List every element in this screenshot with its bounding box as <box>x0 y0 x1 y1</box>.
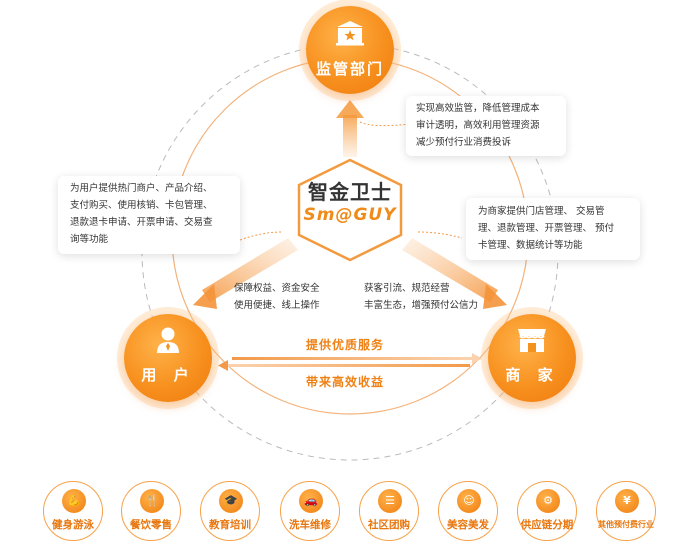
list-icon: ☰ <box>378 489 402 513</box>
regulator-info-line: 减少预付行业消费投诉 <box>416 137 512 148</box>
connector-user <box>239 231 283 241</box>
arrow-to-merchant <box>402 238 507 309</box>
government-building-icon <box>336 21 364 46</box>
user-benefit-line: 保障权益、资金安全 <box>234 283 320 294</box>
merchant-node: 商 家 <box>488 314 576 402</box>
merchant-benefit-line: 丰富生态，增强预付公信力 <box>364 300 479 311</box>
cutlery-icon: 🍴 <box>140 489 164 513</box>
user-benefit-line: 使用便捷、线上操作 <box>234 300 320 311</box>
regulator-info-line: 审计透明，高效利用管理资源 <box>416 120 540 131</box>
industry-car-wash[interactable]: 🚗 洗车维修 <box>280 481 340 541</box>
yen-icon: ¥ <box>615 489 639 513</box>
industry-beauty[interactable]: ☺ 美容美发 <box>438 481 498 541</box>
user-node: 用 户 <box>124 314 212 402</box>
user-label: 用 户 <box>141 366 195 384</box>
industry-label: 其他预付费行业 <box>598 520 654 529</box>
industry-other-prepaid[interactable]: ¥ 其他预付费行业 <box>596 481 656 541</box>
industry-label: 教育培训 <box>209 519 251 531</box>
regulator-info-line: 实现高效监管，降低管理成本 <box>416 103 540 114</box>
regulator-label: 监管部门 <box>315 60 384 78</box>
user-info-line: 支付购买、使用核销、卡包管理、 <box>70 200 213 211</box>
industry-label: 洗车维修 <box>289 519 331 531</box>
industry-fitness[interactable]: 💪 健身游泳 <box>43 481 103 541</box>
arrow-to-user <box>193 238 298 309</box>
industry-community-group-buy[interactable]: ☰ 社区团购 <box>359 481 419 541</box>
center-hexagon <box>297 158 403 262</box>
regulator-info-box: 实现高效监管，降低管理成本 审计透明，高效利用管理资源 减少预付行业消费投诉 <box>406 96 566 156</box>
industry-education[interactable]: 🎓 教育培训 <box>200 481 260 541</box>
industry-label: 美容美发 <box>447 519 489 531</box>
user-info-line: 退款退卡申请、开票申请、交易查 <box>70 217 213 228</box>
merchant-benefit-line: 获客引流、规范经营 <box>364 283 450 294</box>
connector-merchant <box>417 231 463 239</box>
flow-label-revenue: 带来高效收益 <box>306 375 385 389</box>
user-benefits: 保障权益、资金安全 使用便捷、线上操作 <box>234 280 320 314</box>
user-info-box: 为用户提供热门商户、产品介绍、 支付购买、使用核销、卡包管理、 退款退卡申请、开… <box>58 176 240 254</box>
car-icon: 🚗 <box>299 489 323 513</box>
industry-label: 社区团购 <box>368 519 410 531</box>
regulator-node: 监管部门 <box>306 6 394 94</box>
beauty-icon: ☺ <box>457 489 481 513</box>
flow-label-service: 提供优质服务 <box>306 338 385 352</box>
graduation-cap-icon: 🎓 <box>219 489 243 513</box>
industry-label: 健身游泳 <box>52 519 94 531</box>
connector-regulator <box>359 121 411 127</box>
center-logo-text: Sm@GUY <box>303 205 397 225</box>
merchant-info-box: 为商家提供门店管理、 交易管 理、退款管理、开票管理、 预付 卡管理、数据统计等… <box>466 198 640 260</box>
merchant-info-line: 理、退款管理、开票管理、 预付 <box>478 223 615 234</box>
arrow-flow-right <box>232 353 482 364</box>
industry-supply-chain[interactable]: ⚙ 供应链分期 <box>517 481 577 541</box>
person-icon <box>157 327 179 353</box>
merchant-info-line: 为商家提供门店管理、 交易管 <box>478 206 605 217</box>
industry-dining[interactable]: 🍴 餐饮零售 <box>121 481 181 541</box>
storefront-icon <box>518 329 546 352</box>
supply-chain-icon: ⚙ <box>536 489 560 513</box>
merchant-benefits: 获客引流、规范经营 丰富生态，增强预付公信力 <box>364 280 478 314</box>
arrow-to-regulator <box>336 100 364 157</box>
merchant-info-line: 卡管理、数据统计等功能 <box>478 240 583 251</box>
industry-label: 供应链分期 <box>520 519 574 531</box>
user-info-line: 为用户提供热门商户、产品介绍、 <box>70 183 213 194</box>
user-info-line: 询等功能 <box>70 234 109 245</box>
arrow-flow-left <box>218 360 470 371</box>
center-title: 智金卫士 <box>308 180 392 204</box>
fitness-icon: 💪 <box>62 489 86 513</box>
industry-label: 餐饮零售 <box>130 519 172 531</box>
merchant-label: 商 家 <box>505 366 559 384</box>
